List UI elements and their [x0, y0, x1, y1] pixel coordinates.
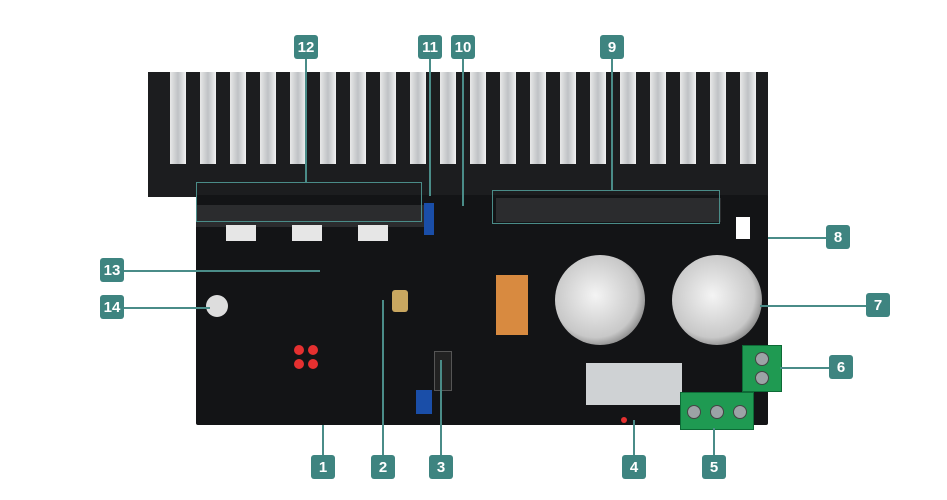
heatsink-fin: [710, 72, 726, 164]
trimmer: [424, 203, 434, 235]
callout-3: 3: [429, 455, 453, 479]
power-terminal: [742, 345, 782, 392]
heatsink-fin: [620, 72, 636, 164]
power-led: [621, 417, 627, 423]
callout-13: 13: [100, 258, 124, 282]
capacitor-blue: [416, 390, 432, 414]
heatsink-fin: [740, 72, 756, 164]
heatsink-fin: [470, 72, 486, 164]
speaker-terminal: [680, 392, 754, 430]
heatsink: [148, 72, 768, 197]
callout-12: 12: [294, 35, 318, 59]
heatsink-fin: [650, 72, 666, 164]
callout-7: 7: [866, 293, 890, 317]
input-capacitor: [206, 295, 228, 317]
heatsink-fin: [200, 72, 216, 164]
leds: [294, 345, 304, 355]
callout-box-12: [196, 182, 422, 222]
heatsink-fin: [230, 72, 246, 164]
heatsink-fin: [590, 72, 606, 164]
callout-box-9: [492, 190, 720, 224]
heatsink-fin: [380, 72, 396, 164]
capacitor: [392, 290, 408, 312]
small-heatsink: [586, 363, 682, 405]
callout-9: 9: [600, 35, 624, 59]
heatsink-fin: [170, 72, 186, 164]
relay: [496, 275, 528, 335]
heatsink-fin: [260, 72, 276, 164]
heatsink-fin: [320, 72, 336, 164]
heatsink-fin: [290, 72, 306, 164]
callout-4: 4: [622, 455, 646, 479]
ic-chip: [434, 351, 452, 391]
heatsink-fin: [530, 72, 546, 164]
callout-2: 2: [371, 455, 395, 479]
callout-10: 10: [451, 35, 475, 59]
filter-capacitor-left: [555, 255, 645, 345]
resistor-block: [226, 225, 256, 241]
filter-capacitor-right: [672, 255, 762, 345]
callout-11: 11: [418, 35, 442, 59]
resistor-block: [358, 225, 388, 241]
callout-14: 14: [100, 295, 124, 319]
heatsink-fin: [500, 72, 516, 164]
callout-8: 8: [826, 225, 850, 249]
callout-6: 6: [829, 355, 853, 379]
resistor-block: [292, 225, 322, 241]
heatsink-fin: [350, 72, 366, 164]
heatsink-fin: [560, 72, 576, 164]
heatsink-fin: [410, 72, 426, 164]
callout-5: 5: [702, 455, 726, 479]
heatsink-fin: [440, 72, 456, 164]
jumper: [736, 217, 750, 239]
heatsink-fin: [680, 72, 696, 164]
transistor-row-right: [496, 198, 721, 222]
callout-1: 1: [311, 455, 335, 479]
